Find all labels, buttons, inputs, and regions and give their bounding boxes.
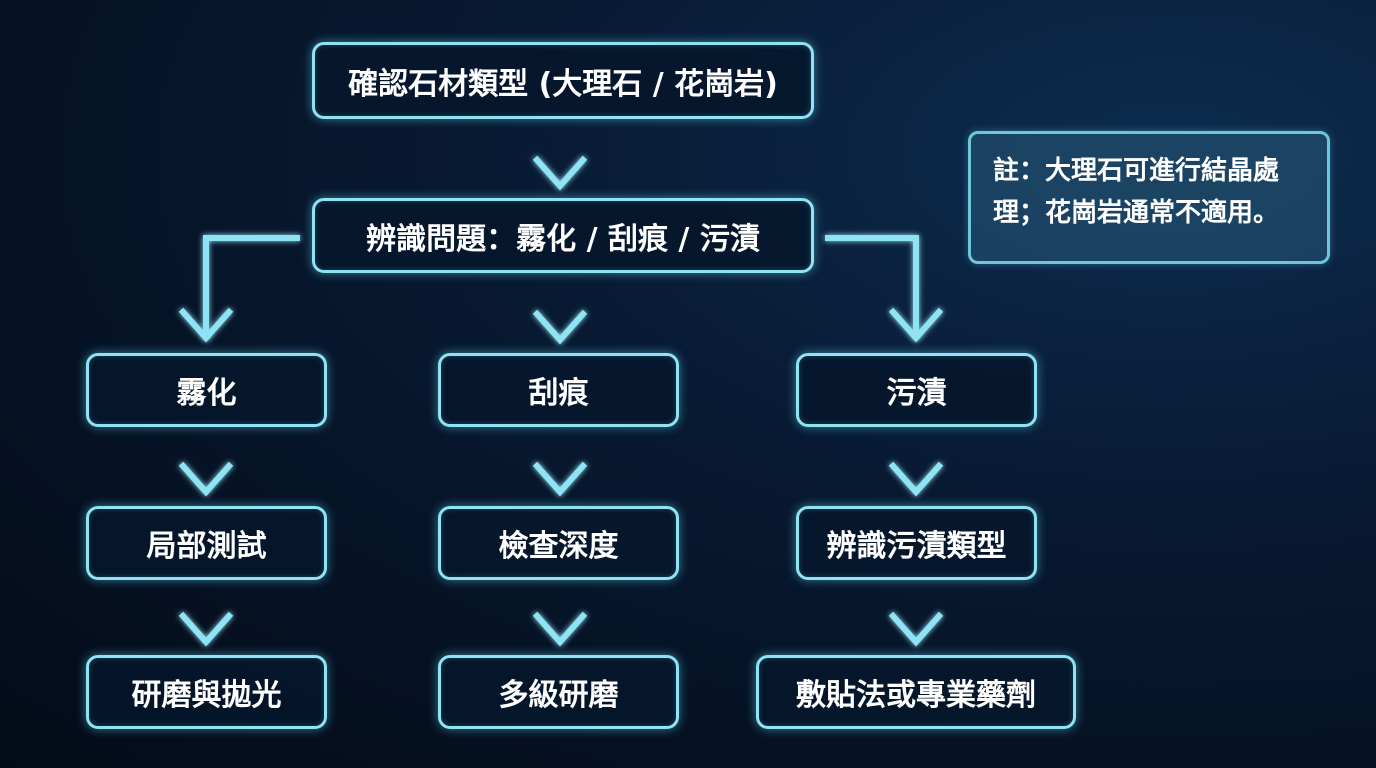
arrow-branch1-to-step-arrowhead	[532, 461, 588, 497]
connector-left-elbow	[203, 235, 300, 338]
node-scratch: 刮痕	[438, 353, 679, 427]
node-haze: 霧化	[86, 353, 327, 427]
arrow-branch0-to-step-arrowhead	[178, 461, 234, 497]
node-poultice-or-chemical: 敷貼法或專業藥劑	[756, 655, 1076, 729]
connector-left-arrowhead	[178, 307, 234, 343]
arrow-branch1-to-solution-arrowhead	[532, 611, 588, 647]
connector-right-elbow	[825, 235, 919, 338]
arrow-root-to-identify-arrowhead	[532, 155, 588, 191]
arrow-branch2-to-solution-arrowhead	[888, 611, 944, 647]
arrow-branch2-to-step-arrowhead	[888, 461, 944, 497]
node-identify-stain-type: 辨識污漬類型	[796, 506, 1037, 580]
node-grind-polish: 研磨與拋光	[86, 655, 327, 729]
arrow-branch0-to-solution-arrowhead	[178, 611, 234, 647]
arrow-identify-to-scratch-arrowhead	[532, 309, 588, 345]
node-stain: 污漬	[796, 353, 1037, 427]
connector-right-arrowhead	[888, 307, 944, 343]
node-identify-problem: 辨識問題：霧化 / 刮痕 / 污漬	[312, 198, 814, 273]
node-check-depth: 檢查深度	[438, 506, 679, 580]
node-multi-stage-grinding: 多級研磨	[438, 655, 679, 729]
node-spot-test: 局部測試	[86, 506, 327, 580]
note-box: 註：大理石可進行結晶處理；花崗岩通常不適用。	[968, 131, 1330, 264]
node-material-type: 確認石材類型 (大理石 / 花崗岩)	[312, 42, 814, 119]
